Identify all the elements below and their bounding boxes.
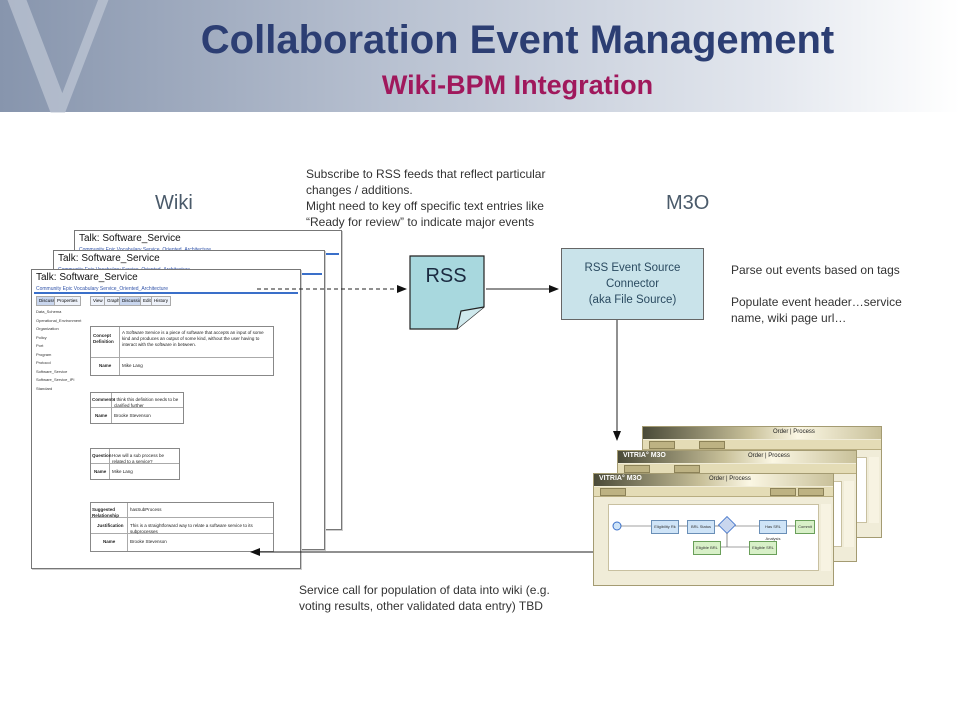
table-key: Question <box>92 453 112 458</box>
table-key: Comments <box>92 397 116 402</box>
service-call-note-line: Service call for population of data into… <box>299 583 550 597</box>
process-task[interactable]: BRL Status <box>687 520 715 534</box>
parse-note-line: Populate event header…service <box>731 295 902 309</box>
table-key: Concept Definition <box>93 333 114 344</box>
process-task[interactable]: Has SRL Analysis <box>759 520 787 541</box>
subscribe-note-line: “Ready for review” to indicate major eve… <box>306 215 535 229</box>
process-task[interactable]: Eligibility Rk <box>651 520 679 534</box>
table-key: Name <box>103 539 116 544</box>
tree-item[interactable]: Software_Service <box>36 368 68 374</box>
subscribe-note-line: Might need to key off specific text entr… <box>306 199 544 213</box>
wiki-page-title: Talk: Software_Service <box>58 253 160 264</box>
connector-label-line: RSS Event Source <box>584 262 681 274</box>
page-subtitle: Wiki-BPM Integration <box>381 70 654 100</box>
table-key: Justification <box>97 523 124 528</box>
tree-item[interactable]: Data_Schema <box>36 309 62 314</box>
m3o-heading: Order | Process <box>773 429 815 435</box>
wiki-breadcrumb[interactable]: Community Epic Vocabulary Service_Orient… <box>36 286 169 292</box>
m3o-screen-front[interactable]: VITRIA° M3O Order | Process Eligibility … <box>593 473 834 586</box>
process-canvas[interactable]: Eligibility Rk BRL Status Has SRL Analys… <box>608 504 819 571</box>
subscribe-note-line: changes / additions. <box>306 183 413 197</box>
connector-label-line: Connector <box>605 278 660 290</box>
question-table: Question How will a sub process be relat… <box>90 448 180 480</box>
tab-properties[interactable]: Properties <box>54 296 81 306</box>
process-task[interactable]: Commit <box>795 520 815 534</box>
table-value: Mike Lang <box>112 469 133 474</box>
comments-table: Comments I think this definition needs t… <box>90 392 184 424</box>
concept-table: Concept Definition A Software Service is… <box>90 326 274 376</box>
table-value: I think this definition needs to be clar… <box>114 397 179 408</box>
subscribe-note-line: Subscribe to RSS feeds that reflect part… <box>306 167 546 181</box>
tree-item[interactable]: Operational_Environment <box>36 317 82 323</box>
tree-item[interactable]: Port <box>36 343 44 348</box>
wiki-tree: Data_Schema Operational_Environment Orga… <box>36 308 86 393</box>
table-value: How will a sub process be related to a s… <box>112 453 165 464</box>
table-key: Name <box>95 413 108 418</box>
tree-item[interactable]: Software_Service_IPI <box>36 377 75 382</box>
m3o-heading: Order | Process <box>709 476 751 482</box>
vitria-logo: VITRIA° M3O <box>623 452 666 459</box>
rss-event-source-connector[interactable]: RSS Event Source Connector (aka File Sou… <box>561 248 704 320</box>
table-key: Name <box>99 363 112 368</box>
table-value: A Software Service is a piece of softwar… <box>122 330 264 347</box>
table-value: This is a straightforward way to relate … <box>130 523 253 534</box>
table-value: Brooke Stevenson <box>114 413 151 418</box>
table-key: Name <box>94 469 107 474</box>
process-task[interactable]: Eligible SRL <box>749 541 777 555</box>
tree-item[interactable]: Protocol <box>36 360 51 365</box>
rss-label: RSS <box>425 265 467 287</box>
parse-note: Parse out events based on tags Populate … <box>731 262 902 326</box>
process-task[interactable]: Eligible BRL <box>693 541 721 555</box>
tree-item[interactable]: Policy <box>36 334 47 340</box>
wiki-header-bar <box>34 292 298 294</box>
relationship-table: Suggested Relationship hasSubProcess Jus… <box>90 502 274 552</box>
rss-document-shape <box>409 255 485 330</box>
process-flow-lines <box>612 515 795 548</box>
header-banner: V <box>0 0 960 140</box>
tree-item[interactable]: Standard <box>36 385 53 391</box>
wiki-page-title: Talk: Software_Service <box>36 272 138 283</box>
tab-history[interactable]: History <box>151 296 172 306</box>
table-value: hasSubProcess <box>130 507 162 512</box>
m3o-label: M3O <box>666 192 710 214</box>
connector-label-line: (aka File Source) <box>588 294 677 306</box>
tree-item[interactable]: Organization <box>36 326 59 331</box>
service-call-note-line: voting results, other validated data ent… <box>299 599 543 613</box>
service-call-note: Service call for population of data into… <box>299 582 550 614</box>
parse-note-line: name, wiki page url… <box>731 311 847 325</box>
tree-item[interactable]: Program <box>36 351 52 357</box>
wiki-label: Wiki <box>155 192 193 214</box>
parse-note-line: Parse out events based on tags <box>731 263 900 277</box>
table-value: Mike Lang <box>122 363 143 368</box>
page-title: Collaboration Event Management <box>200 18 835 62</box>
logo-v-watermark: V <box>0 0 119 154</box>
wiki-page-front[interactable]: Talk: Software_Service Community Epic Vo… <box>31 269 301 569</box>
vitria-logo: VITRIA° M3O <box>599 475 642 482</box>
subscribe-note: Subscribe to RSS feeds that reflect part… <box>306 166 545 230</box>
wiki-page-title: Talk: Software_Service <box>79 233 181 244</box>
table-value: Brooke Stevenson <box>130 539 167 544</box>
m3o-heading: Order | Process <box>748 453 790 459</box>
table-key: Suggested Relationship <box>92 507 120 518</box>
